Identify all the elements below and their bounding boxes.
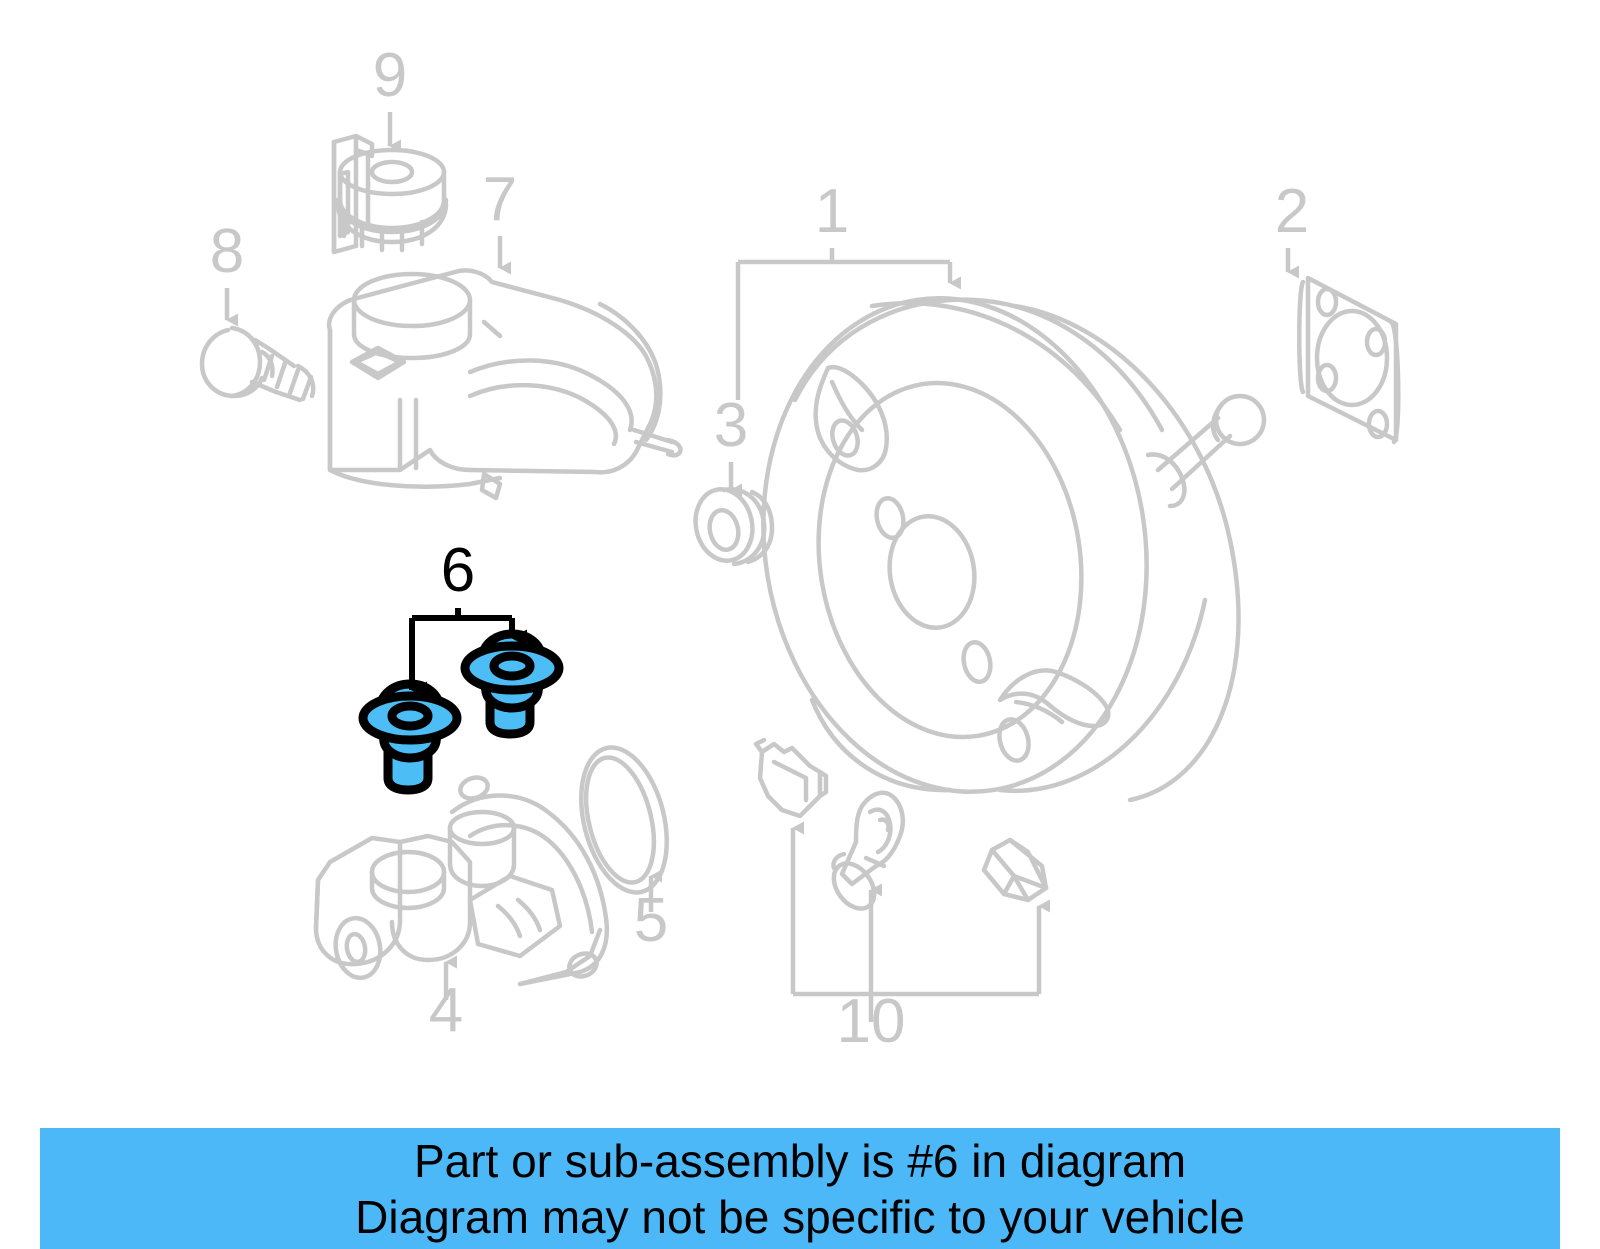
info-banner: Part or sub-assembly is #6 in diagram Di… (40, 1128, 1560, 1249)
callout-number-6: 6 (441, 536, 475, 605)
part-brake-switches (753, 737, 1049, 911)
banner-line-part-number: Part or sub-assembly is #6 in diagram (413, 1134, 1187, 1187)
part-reservoir-cap (331, 133, 449, 255)
callout-number-8: 8 (210, 217, 244, 286)
callout-numbers: 1 2 3 4 5 6 7 8 9 10 (210, 41, 1309, 1056)
part-reservoir-grommet-lower (358, 679, 462, 795)
part-fluid-reservoir (326, 268, 683, 501)
callout-1-leader (735, 248, 961, 400)
part-reservoir-bolt (199, 325, 316, 403)
banner-line-disclaimer: Diagram may not be specific to your vehi… (355, 1190, 1245, 1243)
callout-number-5: 5 (634, 886, 668, 955)
part-reservoir-grommet-upper (460, 629, 564, 739)
callout-6-leader (409, 608, 527, 699)
callout-number-1: 1 (815, 177, 849, 246)
callout-number-7: 7 (483, 165, 517, 234)
callout-number-2: 2 (1275, 177, 1309, 246)
part-booster-grommet (693, 487, 775, 567)
part-brake-booster (761, 296, 1267, 803)
callout-10-leader (790, 821, 1050, 1022)
callout-number-9: 9 (373, 41, 407, 110)
part-reservoir-seal (579, 745, 669, 895)
callout-number-10: 10 (837, 987, 906, 1056)
callout-number-4: 4 (429, 976, 463, 1045)
callout-number-3: 3 (714, 391, 748, 460)
part-booster-gasket (1297, 275, 1401, 445)
part-master-cylinder (313, 775, 610, 987)
